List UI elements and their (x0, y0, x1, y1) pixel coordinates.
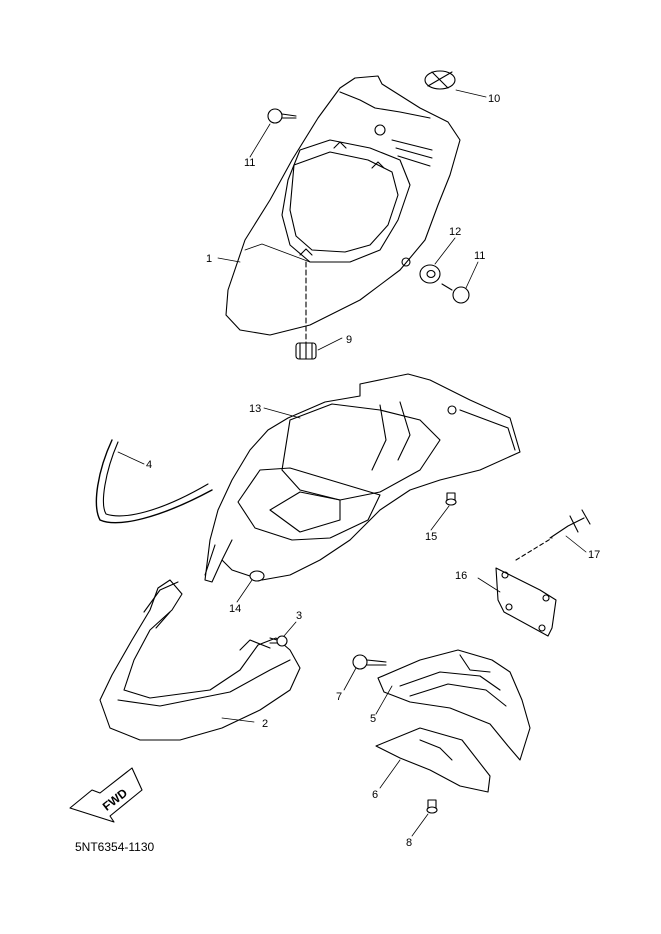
callout-14: 14 (229, 603, 241, 615)
screw-part-15 (445, 492, 457, 506)
callout-8: 8 (406, 837, 412, 849)
callout-16: 16 (455, 570, 467, 582)
mud-guard-part (377, 649, 531, 761)
grommet-part (295, 342, 317, 360)
callout-4: 4 (146, 459, 152, 471)
diagram-part-number: 5NT6354-1130 (75, 840, 154, 854)
callout-17: 17 (588, 549, 600, 561)
callout-9: 9 (346, 334, 352, 346)
bracket-part (495, 567, 557, 637)
forward-arrow-icon (69, 767, 143, 823)
washer-part (419, 264, 441, 284)
callout-2: 2 (262, 718, 268, 730)
leader-lines (117, 89, 587, 837)
callout-labels: 1 2 3 4 5 6 7 8 9 10 11 11 12 13 14 15 1… (146, 93, 600, 849)
emblem-part (424, 70, 456, 90)
callout-5: 5 (370, 713, 376, 725)
callout-7: 7 (336, 691, 342, 703)
inner-panel-part (204, 373, 521, 583)
plate-part (375, 727, 491, 793)
nut-part-14 (249, 570, 265, 582)
bolt-part-7 (352, 654, 387, 670)
callout-12: 12 (449, 226, 461, 238)
callout-11-top: 11 (244, 157, 255, 169)
callout-11-right: 11 (474, 250, 485, 262)
callout-10: 10 (488, 93, 500, 105)
callout-13: 13 (249, 403, 261, 415)
bolt-part-right (441, 283, 470, 304)
seal-strip-part (95, 439, 213, 524)
assembly-line-17 (515, 537, 553, 561)
callout-3: 3 (296, 610, 302, 622)
callout-1: 1 (206, 253, 212, 265)
screw-part-3 (269, 635, 288, 647)
screw-part-8 (426, 799, 438, 814)
callout-6: 6 (372, 789, 378, 801)
rivet-part (549, 509, 591, 539)
lower-cover-part (99, 579, 301, 741)
front-cover-part (225, 75, 461, 336)
bolt-part (267, 108, 297, 124)
callout-15: 15 (425, 531, 437, 543)
